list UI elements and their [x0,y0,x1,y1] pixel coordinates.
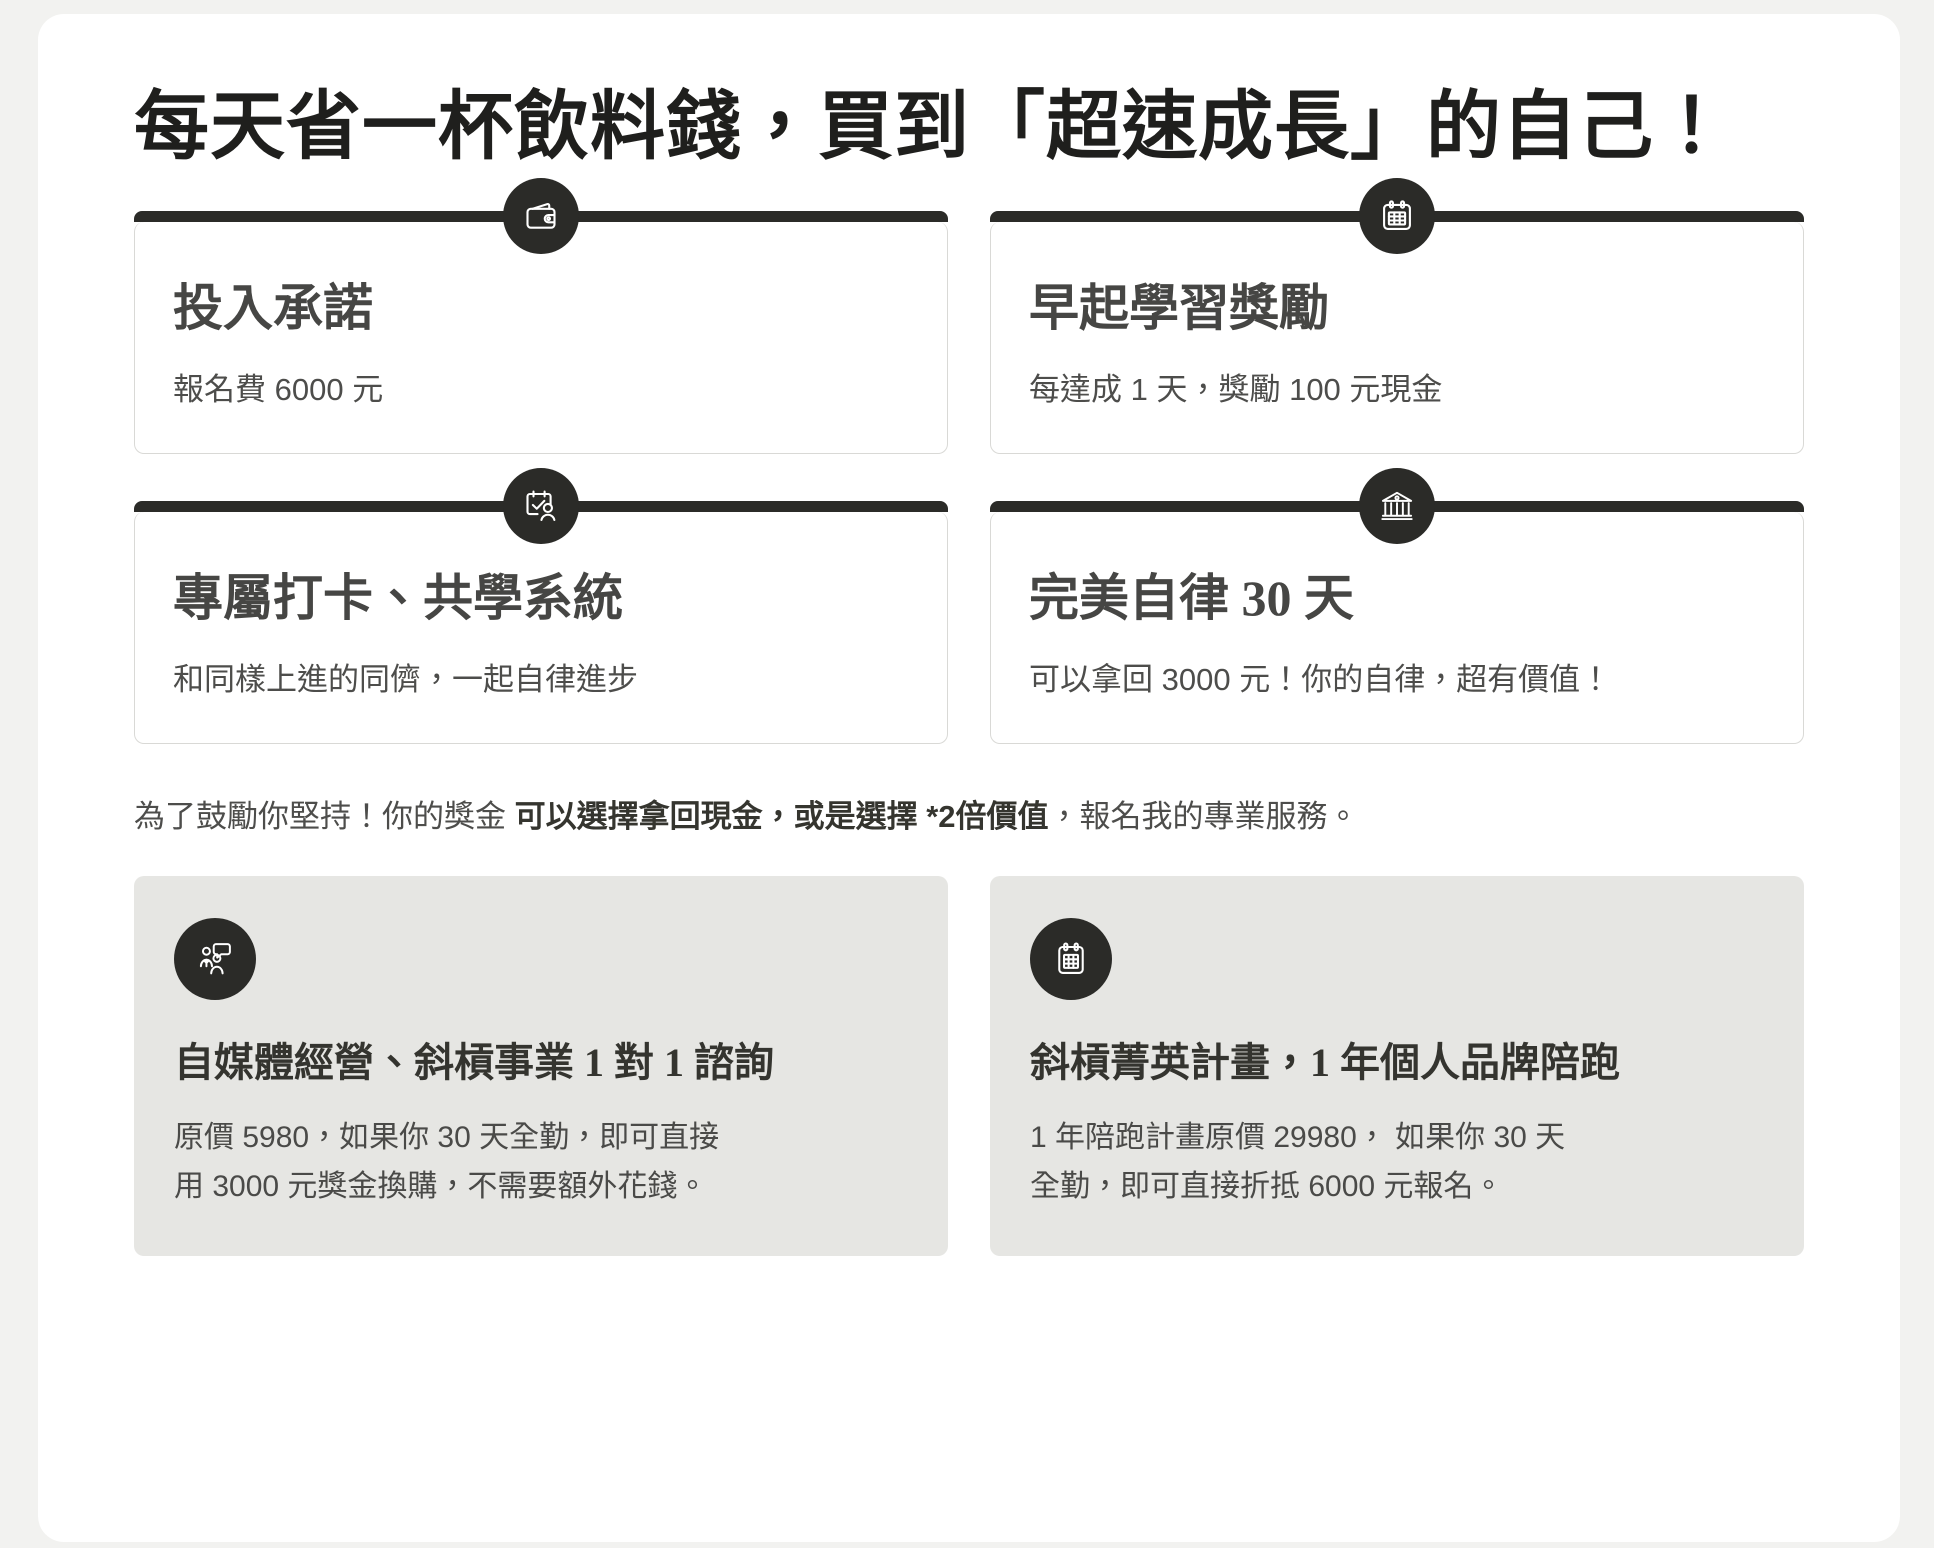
feature-card-title: 專屬打卡、共學系統 [173,569,623,626]
offer-panel-title: 自媒體經營、斜槓事業 1 對 1 諮詢 [174,1040,774,1086]
offer-panel-desc-line: 全勤，即可直接折抵 6000 元報名。 [1030,1169,1504,1203]
offer-panel-desc: 1 年陪跑計畫原價 29980， 如果你 30 天 全勤，即可直接折抵 6000… [1030,1114,1764,1211]
page-title: 每天省一杯飲料錢，買到「超速成長」的自己！ [134,86,1731,169]
offer-panel-desc-line: 1 年陪跑計畫原價 29980， 如果你 30 天 [1030,1121,1566,1155]
content-inner: 每天省一杯飲料錢，買到「超速成長」的自己！ 投入承諾 報名費 6000 元 [38,14,1900,1542]
feature-card-refund: 完美自律 30 天 可以拿回 3000 元！你的自律，超有價值！ [990,467,1804,744]
offer-panel-desc-line: 原價 5980，如果你 30 天全勤，即可直接 [174,1121,720,1155]
note-emphasis-text: 可以選擇拿回現金，或是選擇 *2倍價值 [514,798,1049,834]
note-lead-text: 為了鼓勵你堅持！你的獎金 [134,798,515,834]
offer-panel-desc: 原價 5980，如果你 30 天全勤，即可直接 用 3000 元獎金換購，不需要… [174,1114,908,1211]
feature-card-title: 投入承諾 [173,280,373,336]
feature-card-grid: 投入承諾 報名費 6000 元 早起學習獎勵 每達成 1 天，獎勵 100 元現 [134,178,1804,744]
bank-icon [1359,467,1435,544]
offer-panel-desc-line: 用 3000 元獎金換購，不需要額外花錢。 [174,1169,708,1203]
feature-card-desc: 和同樣上進的同儕，一起自律進步 [173,661,638,697]
calendar-check-person-icon [503,467,579,544]
bonus-explanation-note: 為了鼓勵你堅持！你的獎金 可以選擇拿回現金，或是選擇 *2倍價值，報名我的專業服… [134,794,1804,841]
feature-card-checkin-system: 專屬打卡、共學系統 和同樣上進的同儕，一起自律進步 [134,467,948,744]
offer-panel-consulting: 自媒體經營、斜槓事業 1 對 1 諮詢 原價 5980，如果你 30 天全勤，即… [134,876,948,1257]
wallet-icon [503,178,579,254]
feature-card-desc: 可以拿回 3000 元！你的自律，超有價值！ [1029,661,1612,697]
offer-panel-elite-plan: 斜槓菁英計畫，1 年個人品牌陪跑 1 年陪跑計畫原價 29980， 如果你 30… [990,876,1804,1257]
content-card: 每天省一杯飲料錢，買到「超速成長」的自己！ 投入承諾 報名費 6000 元 [38,14,1900,1542]
consulting-people-icon [174,918,256,1001]
feature-card-title: 完美自律 30 天 [1029,569,1354,626]
feature-card-desc: 每達成 1 天，獎勵 100 元現金 [1029,372,1443,407]
offer-panel-grid: 自媒體經營、斜槓事業 1 對 1 諮詢 原價 5980，如果你 30 天全勤，即… [134,876,1804,1257]
feature-card-investment: 投入承諾 報名費 6000 元 [134,178,948,454]
calendar-icon [1359,178,1435,254]
offer-panel-title: 斜槓菁英計畫，1 年個人品牌陪跑 [1030,1040,1620,1086]
feature-card-title: 早起學習獎勵 [1029,280,1329,336]
note-tail-text: ，報名我的專業服務。 [1048,798,1359,834]
calendar-plan-icon [1030,918,1112,1001]
feature-card-early-reward: 早起學習獎勵 每達成 1 天，獎勵 100 元現金 [990,178,1804,454]
feature-card-desc: 報名費 6000 元 [173,372,384,407]
